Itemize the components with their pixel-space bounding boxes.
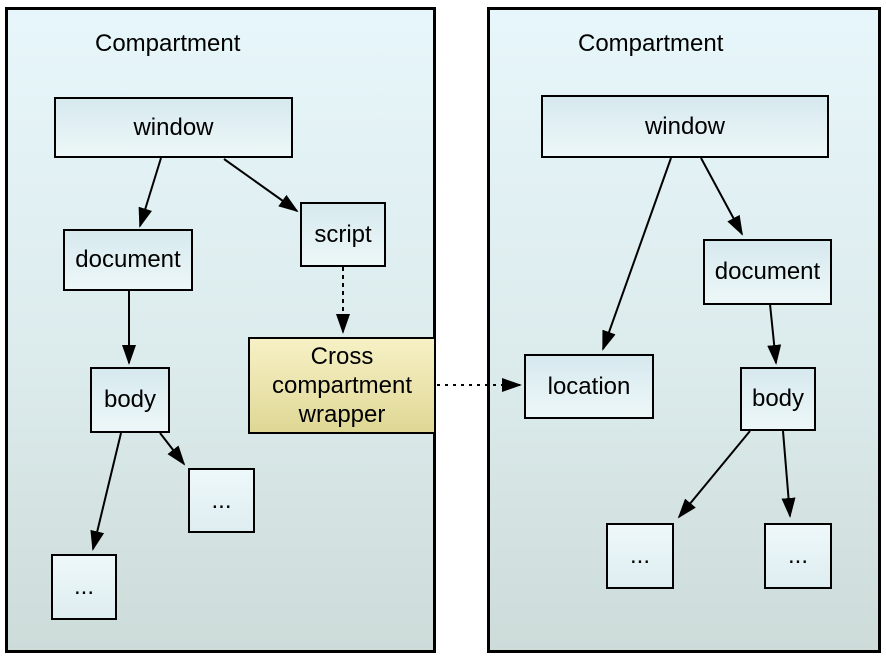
node-left-document: document — [63, 229, 193, 291]
node-left-document-label: document — [75, 246, 181, 273]
node-right-children-b-label: ... — [787, 542, 808, 569]
node-right-document-label: document — [714, 258, 821, 285]
node-left-body: body — [90, 367, 170, 433]
node-left-script-label: script — [314, 220, 372, 248]
node-left-window: window — [54, 97, 293, 158]
node-right-window: window — [541, 95, 829, 158]
node-right-children-a: ... — [606, 523, 674, 589]
node-left-children-a: ... — [51, 554, 117, 620]
node-right-body: body — [740, 367, 816, 431]
node-left-children-a-label: ... — [73, 573, 94, 600]
compartment-left-title: Compartment — [95, 30, 241, 57]
node-cross-compartment-wrapper-label: Cross compartment wrapper — [271, 343, 413, 428]
node-right-body-label: body — [751, 385, 805, 412]
node-left-body-label: body — [103, 386, 157, 413]
node-right-document: document — [703, 239, 832, 305]
node-cross-compartment-wrapper: Cross compartment wrapper — [248, 337, 436, 434]
compartment-right-title: Compartment — [578, 30, 724, 57]
node-right-window-label: window — [644, 112, 726, 140]
node-left-script: script — [300, 202, 386, 267]
node-right-location-label: location — [547, 372, 631, 400]
node-right-children-a-label: ... — [629, 542, 650, 569]
node-right-children-b: ... — [764, 523, 832, 589]
node-left-children-b-label: ... — [211, 486, 232, 514]
node-left-window-label: window — [133, 113, 214, 141]
node-left-children-b: ... — [188, 468, 255, 533]
node-right-location: location — [524, 354, 654, 419]
